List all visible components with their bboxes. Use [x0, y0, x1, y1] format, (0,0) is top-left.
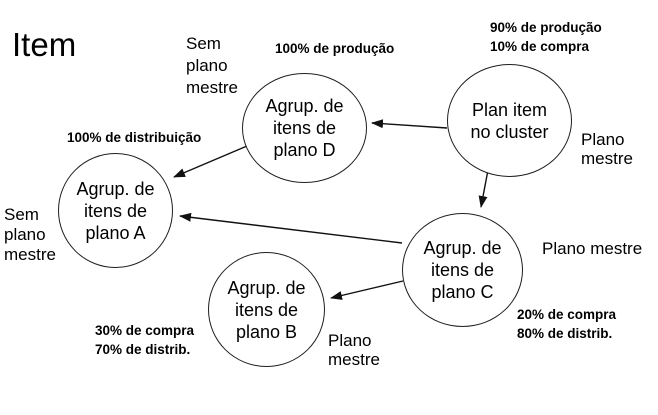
page-title: Item — [12, 26, 77, 63]
node-plano-c-label: Agrup. de itens de plano C — [423, 238, 502, 302]
node-plano-a-label: Agrup. de itens de plano A — [76, 178, 155, 243]
node-plano-c: Agrup. de itens de plano C — [402, 213, 523, 327]
node-plano-b-label: Agrup. de itens de plano B — [227, 277, 306, 342]
arrow-plano-d-to-plano-a — [173, 145, 248, 178]
arrow-plano-c-to-plano-a — [179, 212, 403, 244]
label-plano-mestre-b: Plano mestre — [328, 331, 380, 369]
node-plano-d-label: Agrup. de itens de plano D — [265, 96, 344, 160]
label-plano-mestre-c: Plano mestre — [542, 239, 643, 258]
label-plano-mestre-planitem: Plano mestre — [581, 130, 633, 168]
node-plan-item-cluster-label: Plan item no cluster — [470, 99, 549, 142]
node-plan-item-cluster: Plan item no cluster — [447, 64, 572, 177]
label-30-compra-70-distrib: 30% de compra 70% de distrib. — [95, 323, 195, 357]
node-plano-d: Agrup. de itens de plano D — [242, 73, 367, 183]
node-plano-b: Agrup. de itens de plano B — [208, 252, 325, 367]
label-90-producao-10-compra: 90% de produção 10% de compra — [490, 20, 602, 54]
label-100-distribuicao: 100% de distribuição — [67, 130, 202, 145]
label-sem-plano-mestre-top: Sem plano mestre — [186, 34, 238, 97]
label-sem-plano-mestre-left: Sem plano mestre — [4, 205, 56, 264]
arrow-planitem-to-plano-c — [478, 169, 489, 208]
node-plano-a: Agrup. de itens de plano A — [58, 153, 173, 268]
arrow-plano-c-to-plano-b — [330, 280, 404, 300]
label-100-producao: 100% de produção — [275, 41, 395, 56]
arrow-planitem-to-plano-d — [371, 119, 448, 129]
label-20-compra-80-distrib: 20% de compra 80% de distrib. — [517, 307, 617, 341]
